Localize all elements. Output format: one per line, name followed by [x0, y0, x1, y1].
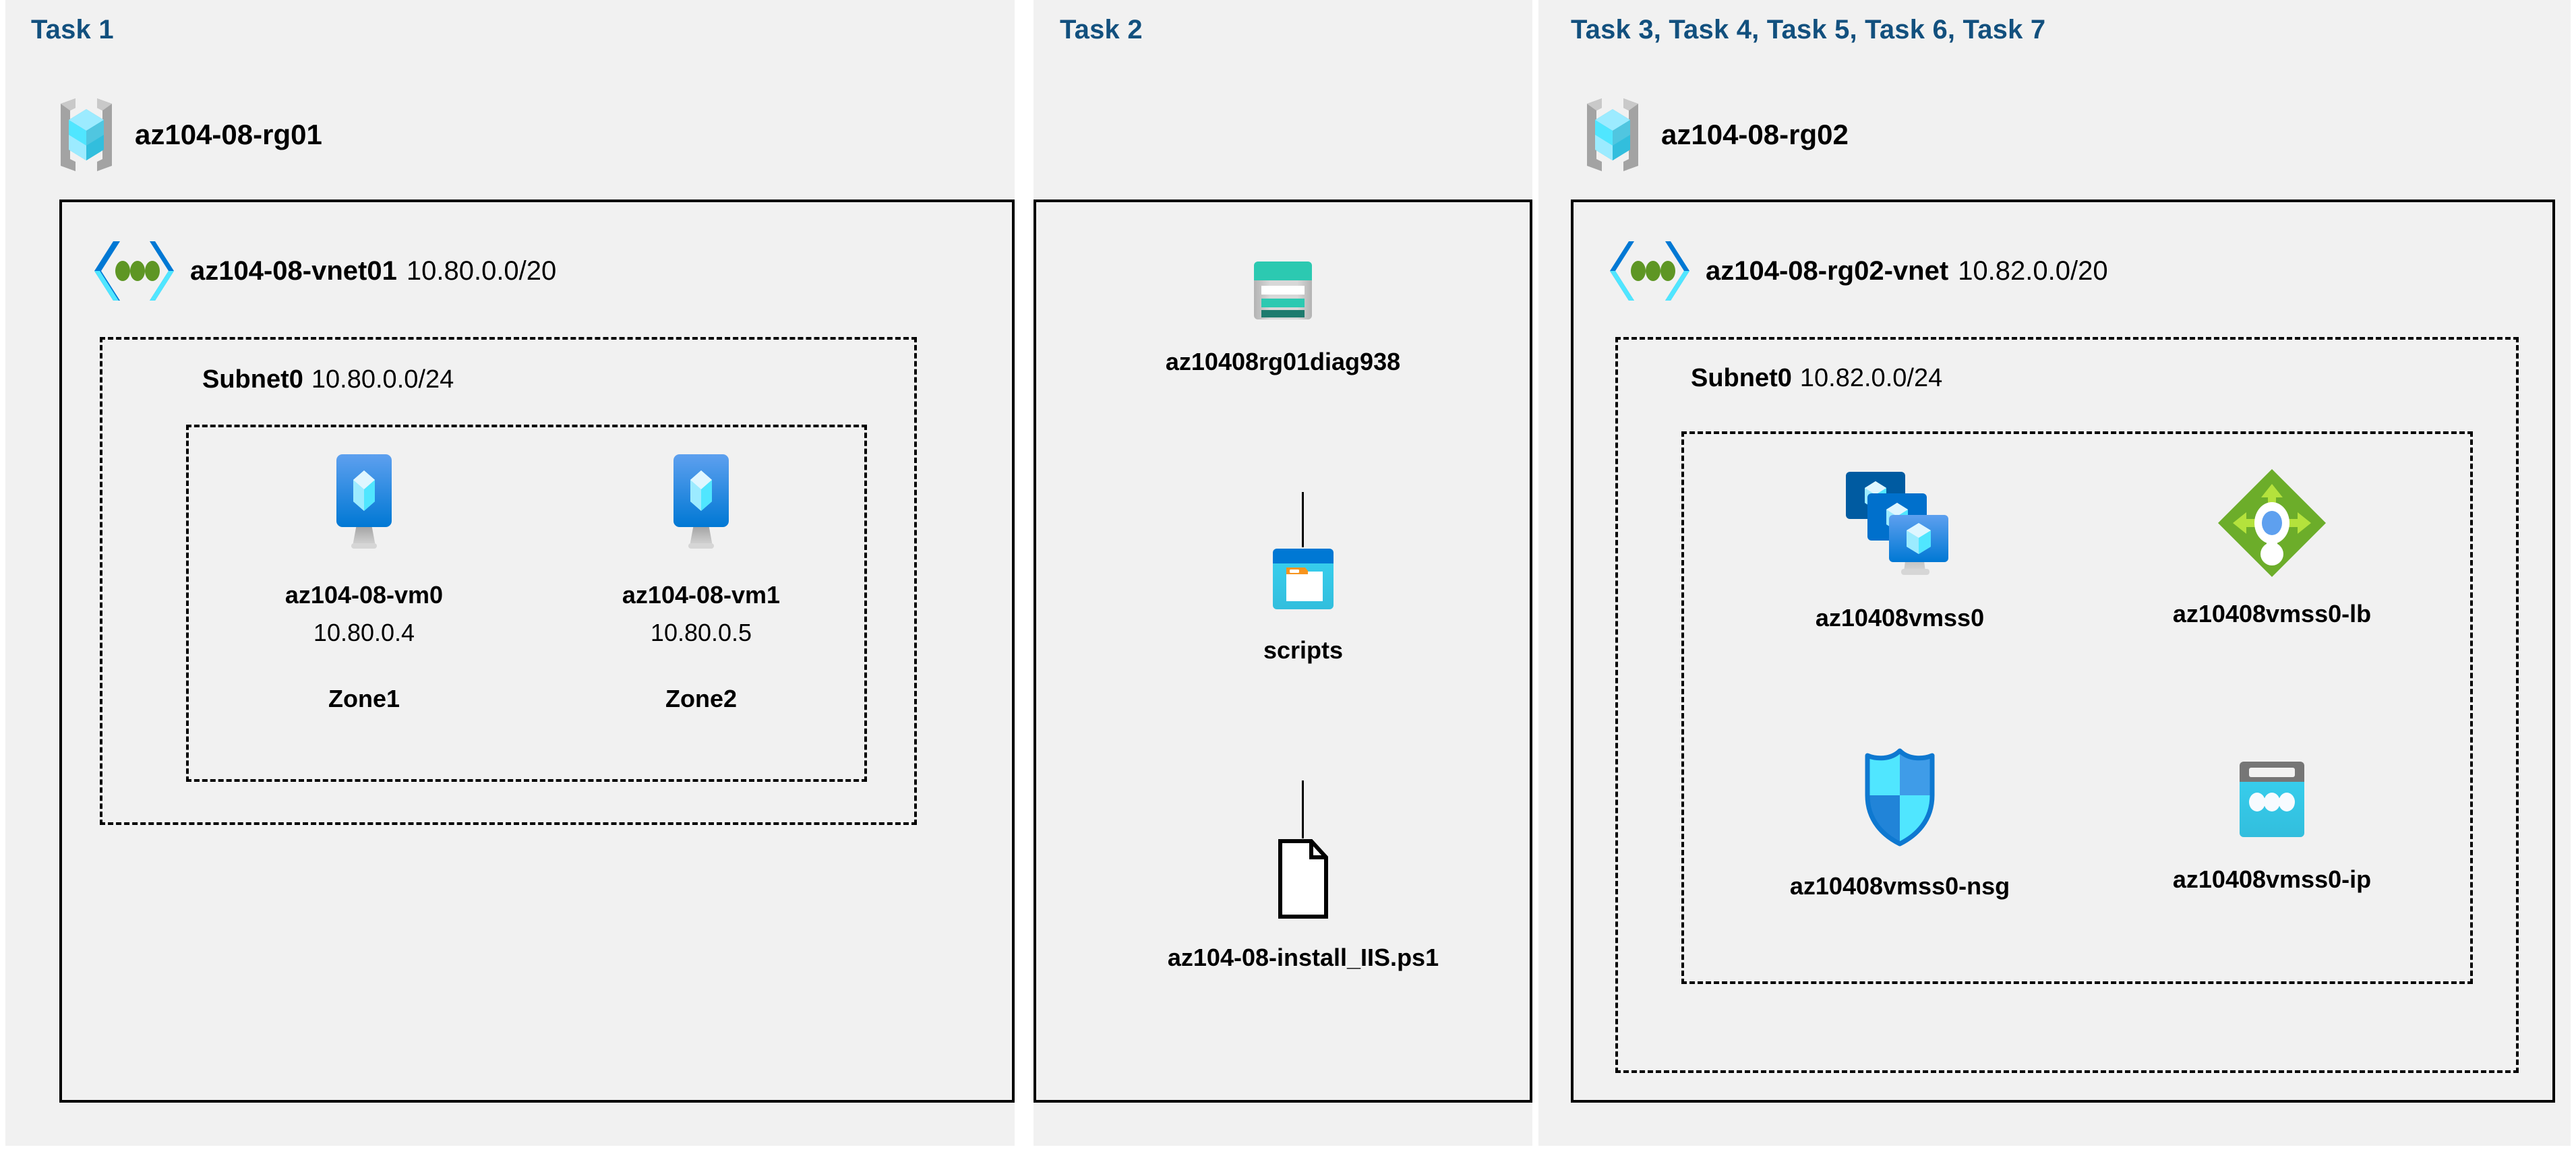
resource-group-icon [53, 94, 120, 175]
node-az10408vmss0-lb[interactable]: az10408vmss0-lb [2097, 466, 2447, 628]
node-label: scripts [1263, 636, 1344, 664]
node-az10408vmss0[interactable]: az10408vmss0 [1718, 465, 2082, 632]
task1-vnet-cidr: 10.80.0.0/20 [406, 255, 557, 286]
node-label: az104-08-vm0 [284, 581, 444, 609]
node-zone: Zone2 [665, 685, 737, 712]
connector-storage-to-scripts [1302, 492, 1304, 547]
task1-subnet-box [100, 337, 917, 825]
virtual-machine-icon [661, 452, 741, 551]
node-az10408rg01diag938[interactable]: az10408rg01diag938 [1108, 260, 1458, 376]
task3-resource-group: az104-08-rg02 [1579, 94, 1849, 175]
task3-vnet-name: az104-08-rg02-vnet [1706, 255, 1949, 286]
task3-rg-name: az104-08-rg02 [1661, 119, 1849, 150]
virtual-machine-icon [324, 452, 404, 551]
node-az104-08-install-IIS-ps1[interactable]: az104-08-install_IIS.ps1 [1087, 838, 1519, 972]
node-scripts[interactable]: scripts [1128, 547, 1478, 665]
vm-scale-set-icon [1832, 465, 1967, 586]
node-label: az10408vmss0-ip [2172, 865, 2372, 893]
task1-rg-name: az104-08-rg01 [135, 119, 322, 150]
task1-vnet-header: az104-08-vnet01 10.80.0.0/20 [94, 237, 556, 305]
virtual-network-icon [1610, 237, 1689, 305]
node-label: az10408vmss0-lb [2172, 600, 2372, 627]
node-az10408vmss0-ip[interactable]: az10408vmss0-ip [2097, 760, 2447, 894]
task3-vnet-header: az104-08-rg02-vnet 10.82.0.0/20 [1610, 237, 2108, 305]
task1-resources-box [186, 425, 867, 782]
panel-task1 [5, 0, 1015, 1146]
node-label: az104-08-vm1 [622, 581, 781, 609]
public-ip-address-icon [2230, 760, 2314, 842]
node-ip: 10.80.0.4 [313, 619, 415, 646]
task3-subnet-name: Subnet0 [1691, 364, 1792, 392]
node-label: az104-08-install_IIS.ps1 [1167, 944, 1439, 971]
load-balancer-icon [2215, 466, 2329, 580]
task3-subnet-box [1615, 337, 2519, 1073]
node-label: az10408vmss0-nsg [1789, 872, 2010, 900]
task3-vnet-box [1571, 200, 2555, 1103]
node-az10408vmss0-nsg[interactable]: az10408vmss0-nsg [1718, 747, 2082, 900]
task3-vnet-cidr: 10.82.0.0/20 [1958, 255, 2108, 286]
task3-title: Task 3, Task 4, Task 5, Task 6, Task 7 [1571, 15, 2046, 44]
task1-subnet-name: Subnet0 [202, 365, 303, 394]
task2-box [1034, 200, 1532, 1103]
node-az104-08-vm0[interactable]: az104-08-vm0 10.80.0.4 Zone1 [256, 452, 472, 713]
node-label: az10408vmss0 [1815, 604, 1985, 632]
task2-title: Task 2 [1060, 15, 1143, 44]
task1-resource-group: az104-08-rg01 [53, 94, 322, 175]
task1-vnet-box [59, 200, 1015, 1103]
blob-container-icon [1271, 547, 1335, 611]
storage-account-icon [1251, 260, 1315, 322]
task1-vnet-name: az104-08-vnet01 [190, 255, 397, 286]
node-az104-08-vm1[interactable]: az104-08-vm1 10.80.0.5 Zone2 [593, 452, 809, 713]
resource-group-icon [1579, 94, 1646, 175]
node-label: az10408rg01diag938 [1165, 348, 1401, 375]
task3-subnet-cidr: 10.82.0.0/24 [1799, 364, 1943, 392]
panel-task3 [1538, 0, 2571, 1146]
task3-resources-box [1681, 431, 2473, 984]
network-security-group-icon [1859, 747, 1940, 848]
node-zone: Zone1 [328, 685, 400, 712]
file-document-icon [1270, 838, 1336, 919]
virtual-network-icon [94, 237, 174, 305]
task1-subnet-label: Subnet0 10.80.0.0/24 [202, 365, 454, 394]
task1-title: Task 1 [31, 15, 114, 44]
task1-subnet-cidr: 10.80.0.0/24 [311, 365, 454, 394]
node-ip: 10.80.0.5 [650, 619, 752, 646]
connector-scripts-to-file [1302, 780, 1304, 838]
